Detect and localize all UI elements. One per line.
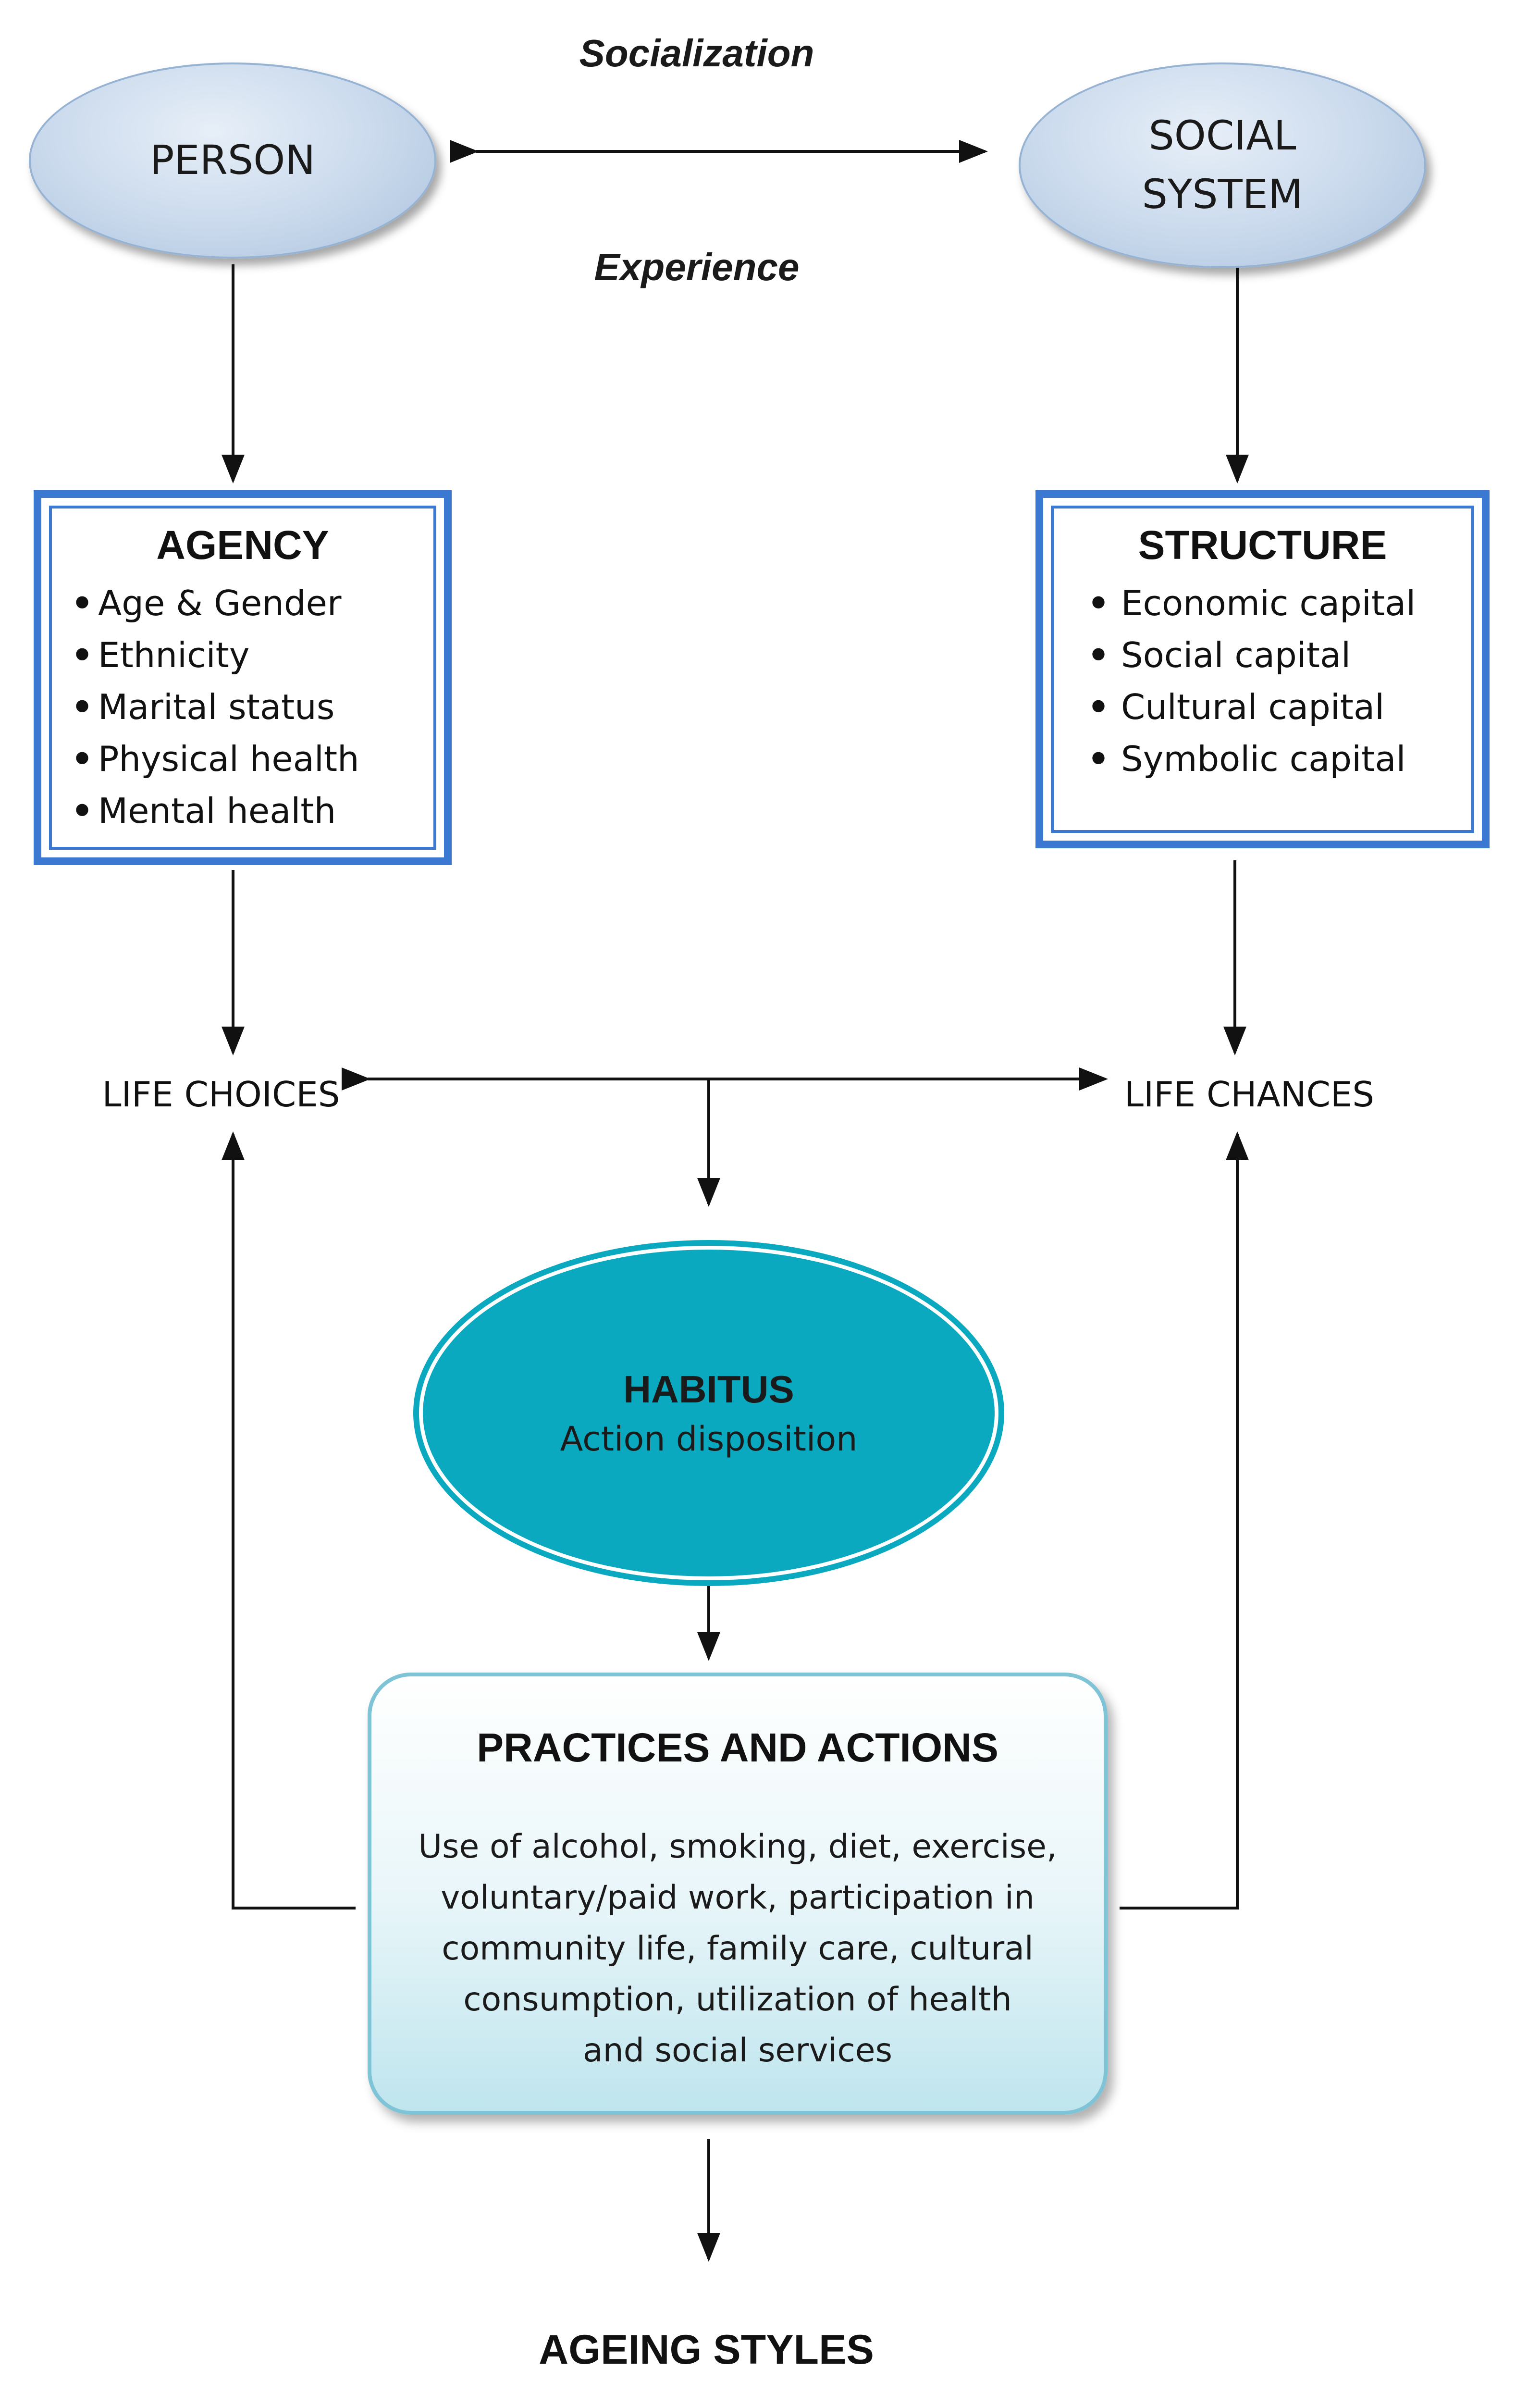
agency-box: AGENCY •Age & Gender •Ethnicity •Marital…: [34, 490, 452, 865]
person-node: PERSON: [29, 62, 436, 259]
life-chances-label: LIFE CHANCES: [1124, 1074, 1375, 1115]
arrow-practices-to-life-choices: [222, 1131, 356, 1909]
experience-label: Experience: [594, 246, 800, 288]
habitus-node: HABITUS Action disposition: [423, 1250, 995, 1576]
structure-title: STRUCTURE: [1138, 522, 1387, 568]
socialization-label: Socialization: [579, 32, 814, 74]
practices-box: PRACTICES AND ACTIONS Use of alcohol, sm…: [368, 1673, 1108, 2115]
arrow-practices-to-life-chances: [1120, 1131, 1249, 1909]
agency-title: AGENCY: [156, 522, 329, 568]
habitus-subtitle: Action disposition: [560, 1419, 858, 1459]
agency-item: •Ethnicity: [71, 635, 250, 675]
ageing-styles-label: AGEING STYLES: [539, 2327, 874, 2373]
agency-item: •Age & Gender: [71, 583, 342, 623]
practices-line: Use of alcohol, smoking, diet, exercise,: [418, 1828, 1057, 1866]
practices-title: PRACTICES AND ACTIONS: [477, 1725, 998, 1770]
structure-box: STRUCTURE •Economic capital •Social capi…: [1035, 490, 1490, 848]
agency-item: •Mental health: [71, 791, 336, 831]
structure-list: •Economic capital •Social capital •Cultu…: [1073, 577, 1452, 785]
structure-item: •Social capital: [1087, 635, 1351, 675]
practices-line: community life, family care, cultural: [442, 1930, 1034, 1968]
life-choices-label: LIFE CHOICES: [102, 1074, 340, 1115]
social-system-node: SOCIAL SYSTEM: [1019, 62, 1426, 268]
person-label: PERSON: [149, 136, 316, 184]
social-system-line2: SYSTEM: [1142, 171, 1303, 218]
agency-item: •Physical health: [71, 739, 359, 779]
practices-line: voluntary/paid work, participation in: [441, 1879, 1035, 1917]
structure-item: •Symbolic capital: [1087, 739, 1406, 779]
practices-description: Use of alcohol, smoking, diet, exercise,…: [387, 1822, 1088, 2076]
practices-line: and social services: [582, 2032, 893, 2070]
structure-item: •Cultural capital: [1087, 687, 1385, 727]
structure-item: •Economic capital: [1087, 583, 1416, 623]
habitus-title: HABITUS: [623, 1368, 794, 1411]
practices-line: consumption, utilization of health: [463, 1981, 1012, 2019]
agency-item: •Marital status: [71, 687, 335, 727]
agency-list: •Age & Gender •Ethnicity •Marital status…: [71, 577, 414, 837]
social-system-line1: SOCIAL: [1148, 112, 1296, 160]
